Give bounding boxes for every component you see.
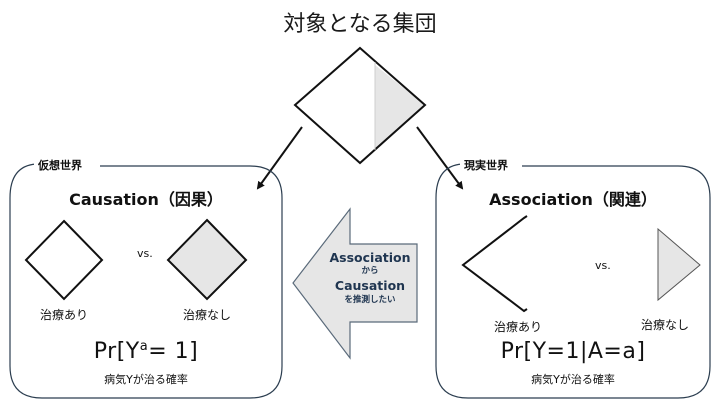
association-caption: 病気Yが治る確率 (531, 373, 615, 386)
untreated-label: 治療なし (182, 308, 231, 322)
treated-diamond (24, 219, 104, 301)
infer-arrow-text: Association から Causation を推測したい (318, 250, 422, 307)
infer-line-suisoku: を推測したい (344, 294, 396, 305)
infer-arrow-shape (292, 207, 418, 360)
virtual-world-label: 仮想世界 (34, 157, 86, 173)
real-world-label: 現実世界 (460, 157, 512, 173)
population-untreated-half (375, 65, 425, 150)
treated-label: 治療あり (39, 308, 88, 322)
treated-partial-diamond (461, 215, 528, 313)
treated-label: 治療あり (493, 320, 542, 334)
population-title: 対象となる集団 (283, 12, 437, 37)
infer-line-causation: Causation (334, 278, 406, 294)
infer-line-association: Association (329, 250, 411, 265)
vs-label: vs. (595, 259, 611, 272)
arrow-to-virtual-world (256, 126, 303, 190)
vs-label: vs. (137, 247, 153, 260)
real-world-panel-border (435, 163, 711, 399)
population-diamond (293, 46, 427, 165)
infer-line-kara: から (361, 266, 379, 277)
untreated-partial-diamond (657, 227, 701, 302)
arrow-to-real-world (416, 126, 464, 190)
association-formula: Pr[Y=1|A=a] (500, 339, 646, 364)
causal-formula-rest: = 1] (148, 339, 199, 364)
causal-caption: 病気Yが治る確率 (104, 373, 188, 386)
causal-formula: Pr[Ya= 1] (10, 339, 282, 364)
causal-formula-superscript: a (139, 339, 149, 354)
causation-title: Causation（因果） (69, 190, 223, 209)
untreated-label: 治療なし (640, 318, 689, 332)
causal-formula-main: Pr[Y (93, 339, 140, 364)
association-title: Association（関連） (489, 190, 657, 209)
population-outline (293, 46, 427, 165)
untreated-diamond (166, 218, 248, 301)
virtual-world-panel-border (9, 163, 283, 399)
